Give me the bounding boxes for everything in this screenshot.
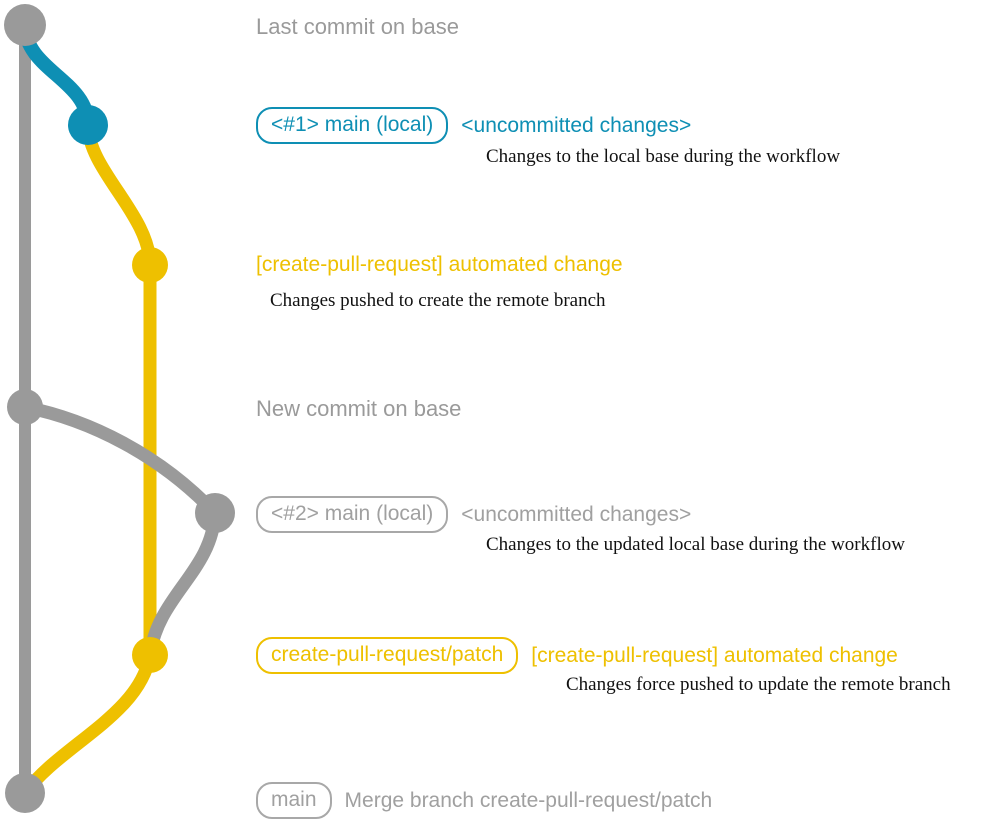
commit-node-remote-commit-1[interactable] <box>132 247 168 283</box>
commit-node-last-commit-on-base[interactable] <box>4 4 46 46</box>
commit-label-new-commit-on-base: New commit on base <box>256 396 462 421</box>
commit-node-merge-commit[interactable] <box>5 773 45 813</box>
commit-note-remote-commit-2: Changes force pushed to update the remot… <box>566 674 951 695</box>
branch-pill-main[interactable]: main <box>256 782 332 819</box>
commit-note-remote-commit-1: Changes pushed to create the remote bran… <box>270 290 606 311</box>
edge-remote2-to-merge <box>18 648 157 800</box>
edge-local2-to-remote2 <box>143 506 222 662</box>
commit-row-remote-commit-2: create-pull-request/patch [create-pull-r… <box>256 637 898 674</box>
commit-label-last-commit-on-base: Last commit on base <box>256 14 459 39</box>
commit-node-new-commit-on-base[interactable] <box>7 389 43 425</box>
edge-base2-to-local2 <box>18 400 222 520</box>
branch-pill-local-main-1[interactable]: <#1> main (local) <box>256 107 449 144</box>
branch-pill-create-pull-request-patch[interactable]: create-pull-request/patch <box>256 637 519 674</box>
commit-row-merge-commit: main Merge branch create-pull-request/pa… <box>256 782 712 819</box>
commit-node-remote-commit-2[interactable] <box>132 637 168 673</box>
commit-row-local-commit-2: <#2> main (local) <uncommitted changes> <box>256 496 691 533</box>
commit-subject-remote-commit-2: [create-pull-request] automated change <box>531 643 898 667</box>
commit-subject-local-commit-2: <uncommitted changes> <box>461 502 692 526</box>
commit-node-local-commit-1[interactable] <box>68 105 108 145</box>
commit-note-local-commit-2: Changes to the updated local base during… <box>486 534 905 555</box>
commit-node-local-commit-2[interactable] <box>195 493 235 533</box>
commit-row-local-commit-1: <#1> main (local) <uncommitted changes> <box>256 107 691 144</box>
commit-subject-merge-commit: Merge branch create-pull-request/patch <box>344 788 713 812</box>
commit-row-remote-commit-1: [create-pull-request] automated change <box>256 253 623 277</box>
commit-subject-local-commit-1: <uncommitted changes> <box>461 113 692 137</box>
commit-subject-remote-commit-1: [create-pull-request] automated change <box>256 253 623 276</box>
edge-local1-to-remote1 <box>81 118 157 272</box>
branch-pill-local-main-2[interactable]: <#2> main (local) <box>256 496 449 533</box>
commit-note-local-commit-1: Changes to the local base during the wor… <box>486 146 841 167</box>
